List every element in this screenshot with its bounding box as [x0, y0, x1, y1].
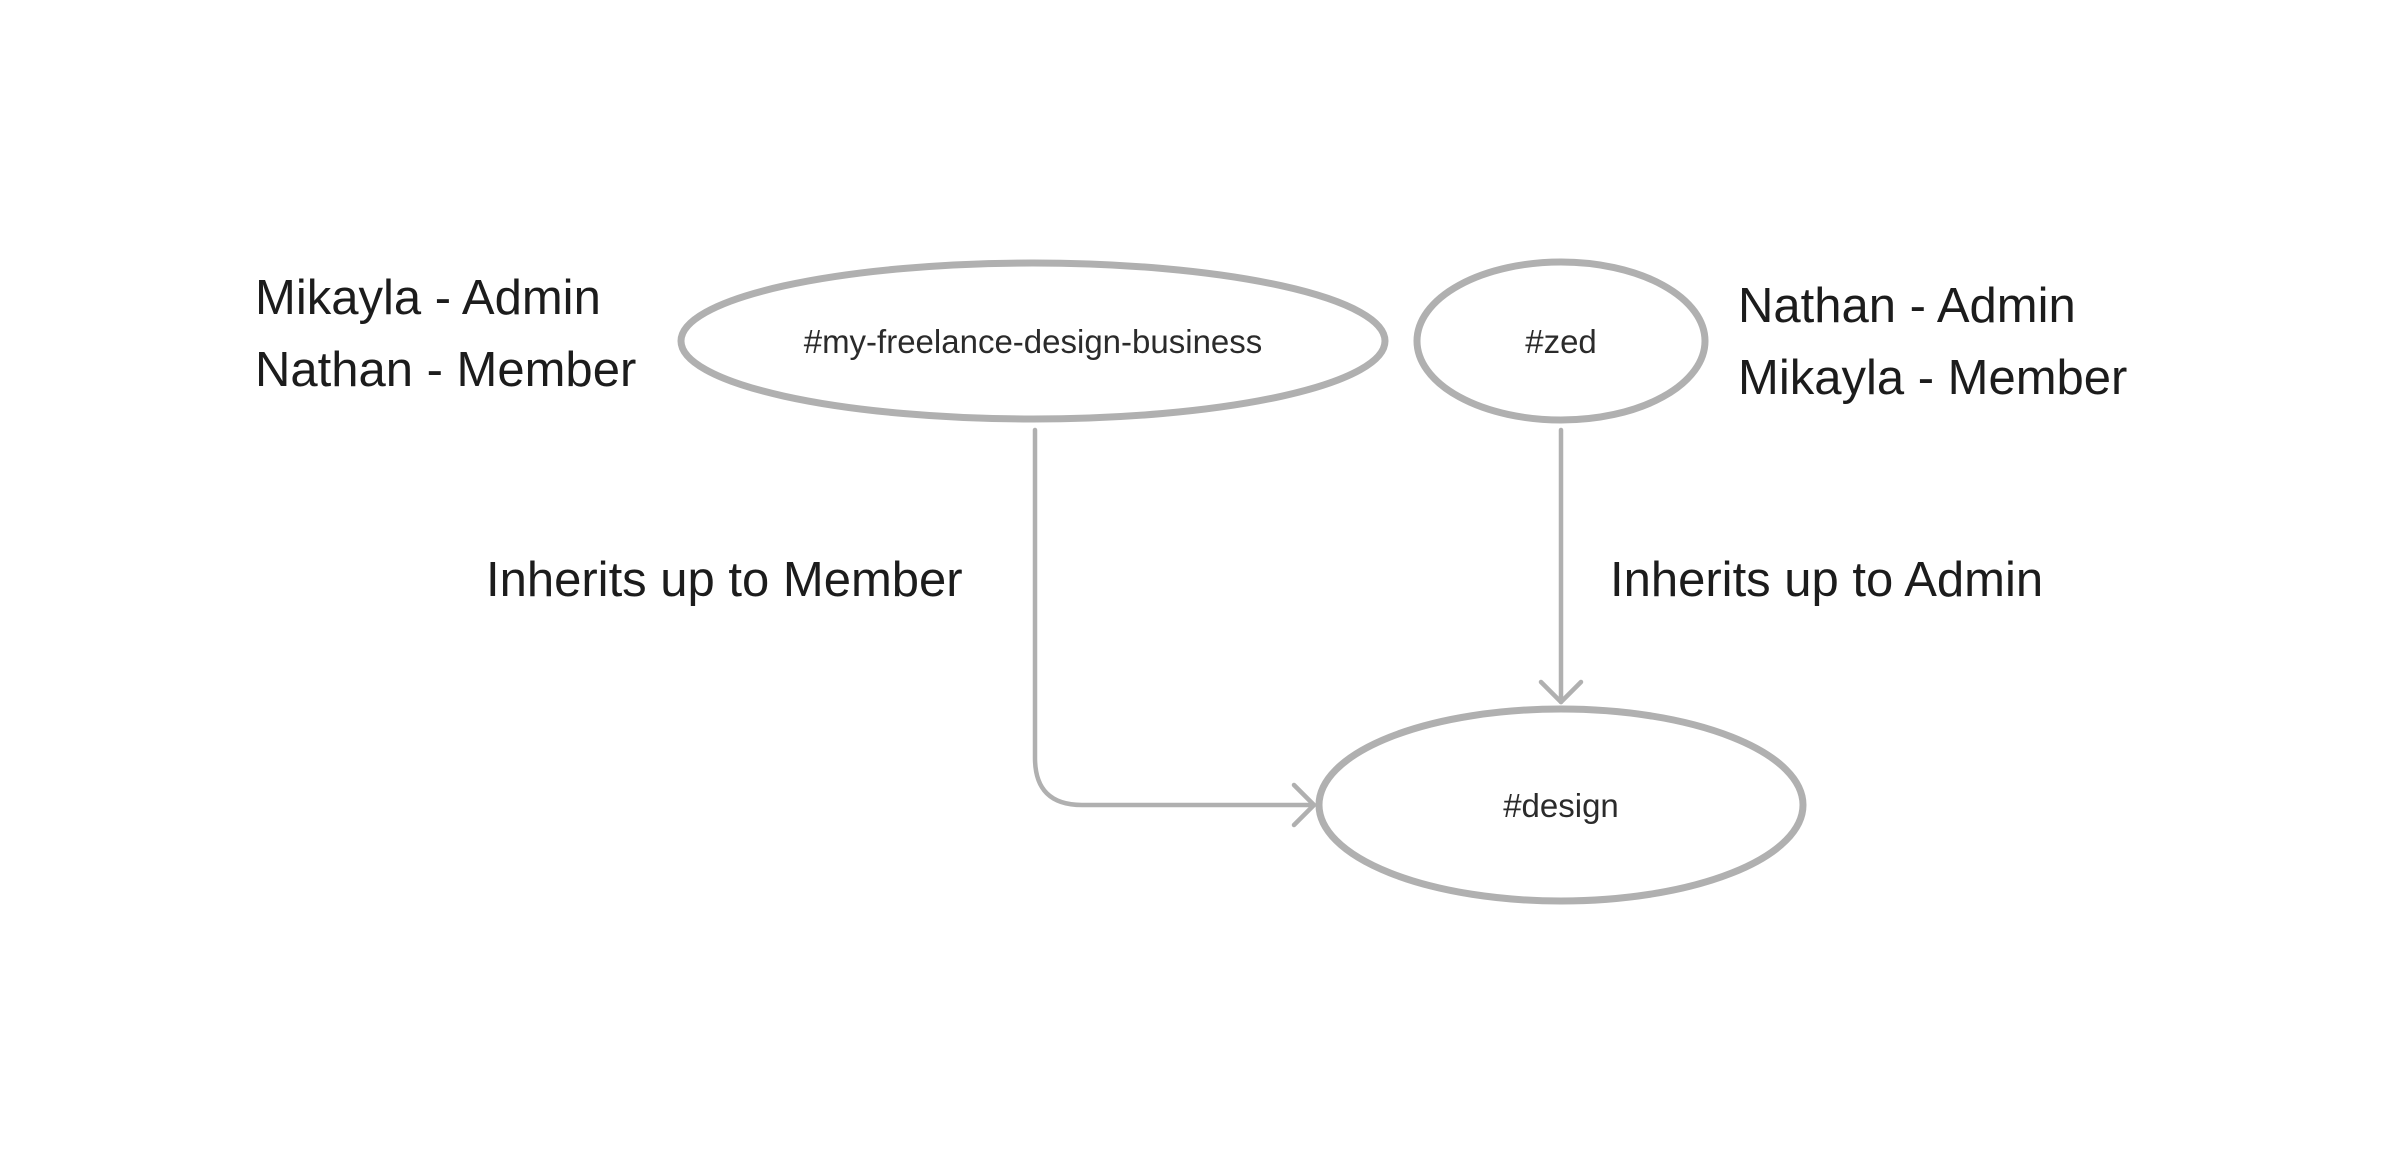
zed-roles: Nathan - Admin Mikayla - Member: [1738, 279, 2127, 405]
arrowhead-icon: [1538, 679, 1584, 705]
node-zed-ellipse: [1413, 258, 1709, 424]
node-zed[interactable]: #zed: [1413, 258, 1709, 424]
edge-zed-to-design: [1538, 427, 1584, 705]
zed-role-admin: Nathan - Admin: [1738, 279, 2076, 333]
business-role-admin: Mikayla - Admin: [255, 271, 601, 325]
edge-zed-label: Inherits up to Admin: [1610, 553, 2043, 607]
node-design-label: #design: [1503, 787, 1619, 824]
node-design[interactable]: #design: [1315, 705, 1807, 905]
node-business-ellipse: [677, 259, 1389, 423]
node-design-ellipse: [1315, 705, 1807, 905]
zed-role-member: Mikayla - Member: [1738, 351, 2127, 405]
node-business[interactable]: #my-freelance-design-business: [677, 259, 1389, 423]
edge-business-label: Inherits up to Member: [486, 553, 963, 607]
business-roles: Mikayla - Admin Nathan - Member: [255, 271, 636, 397]
arrowhead-icon: [1291, 782, 1317, 828]
edge-business-to-design-line: [1032, 427, 1315, 808]
business-role-member: Nathan - Member: [255, 343, 636, 397]
edge-business-to-design: [1032, 427, 1317, 828]
node-zed-label: #zed: [1525, 323, 1597, 360]
node-business-label: #my-freelance-design-business: [804, 323, 1263, 360]
